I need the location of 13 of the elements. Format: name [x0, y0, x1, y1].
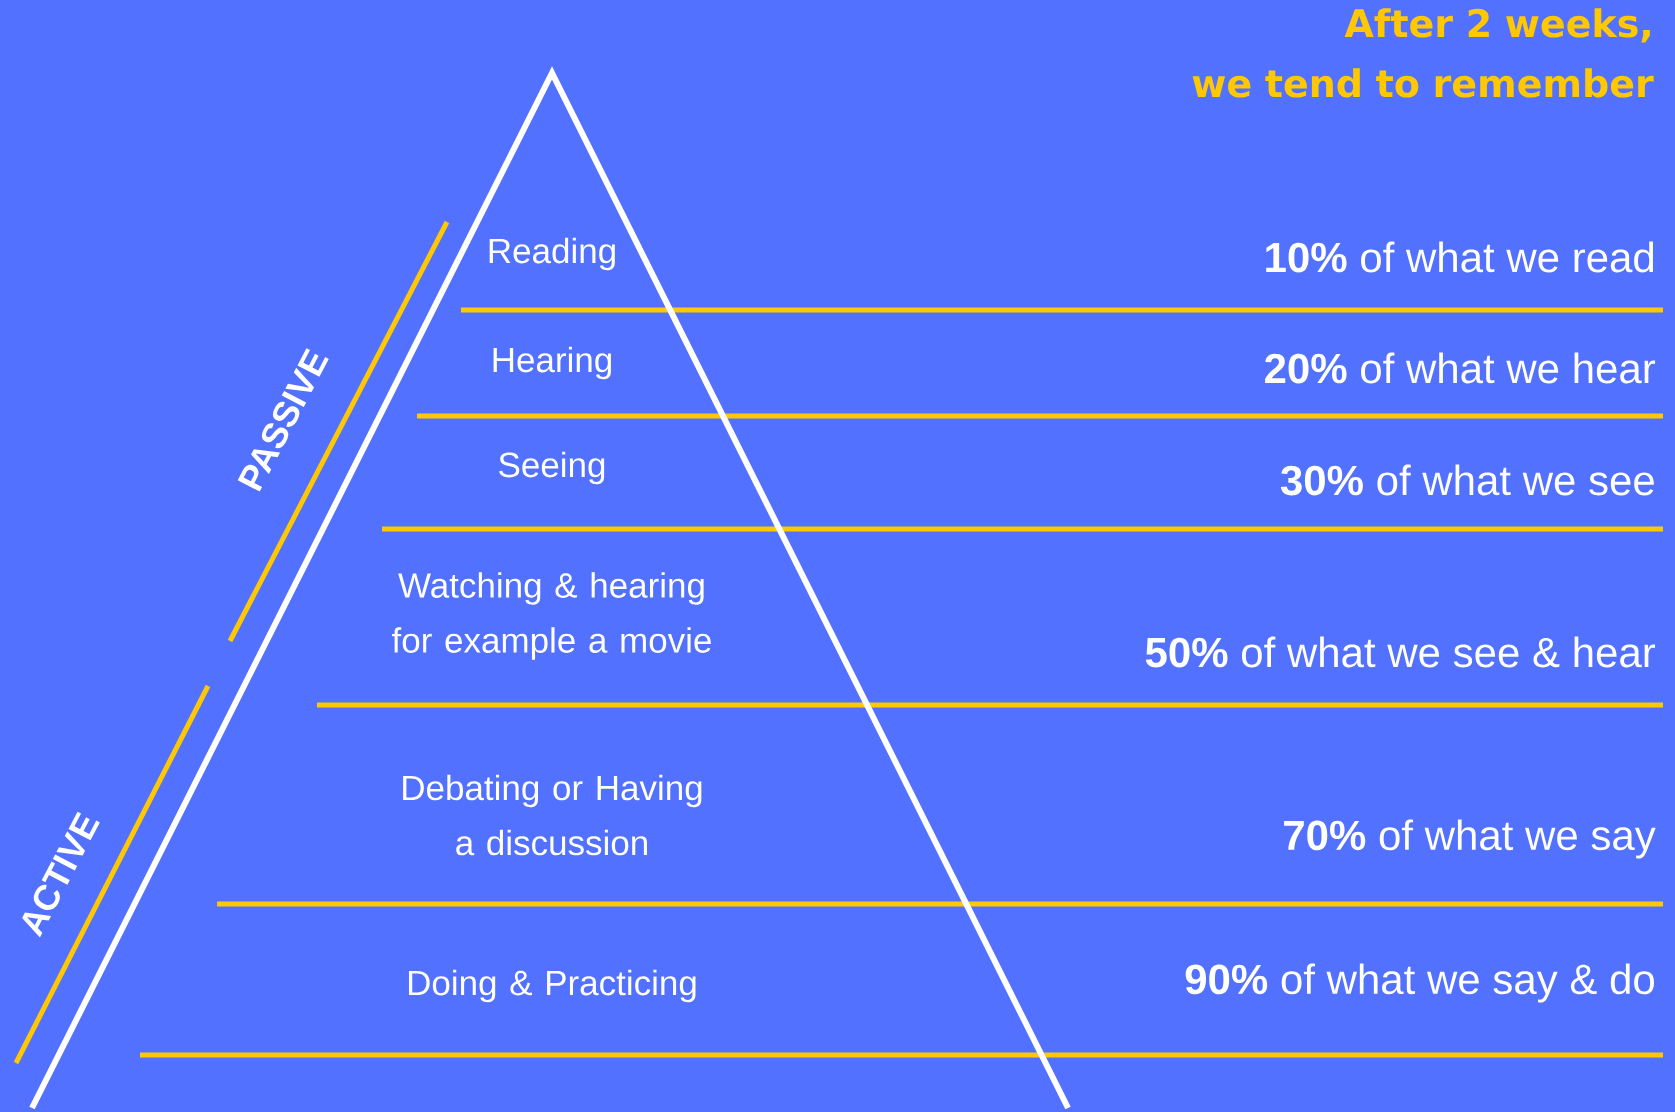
title: After 2 weeks, we tend to remember [1192, 8, 1654, 98]
percentage-text: 90% of what we say & do [1185, 963, 1654, 1003]
level-text: Reading [489, 237, 615, 271]
percentage-text: 70% of what we say [1284, 819, 1656, 859]
level-text: Doing & Practicing [409, 969, 696, 1003]
percentage-text: 10% of what we read [1266, 241, 1654, 273]
percentage-text: 30% of what we see [1280, 464, 1654, 496]
level-text: Seeing [499, 451, 605, 485]
level-text: Watching & hearing for example a movie [392, 572, 711, 660]
level-text: Hearing [493, 346, 611, 380]
percentage-text: 50% of what we see & hear [1145, 636, 1656, 668]
percentage-text: 20% of what we hear [1265, 352, 1656, 384]
level-text: Debating or Having a discussion [403, 774, 702, 856]
